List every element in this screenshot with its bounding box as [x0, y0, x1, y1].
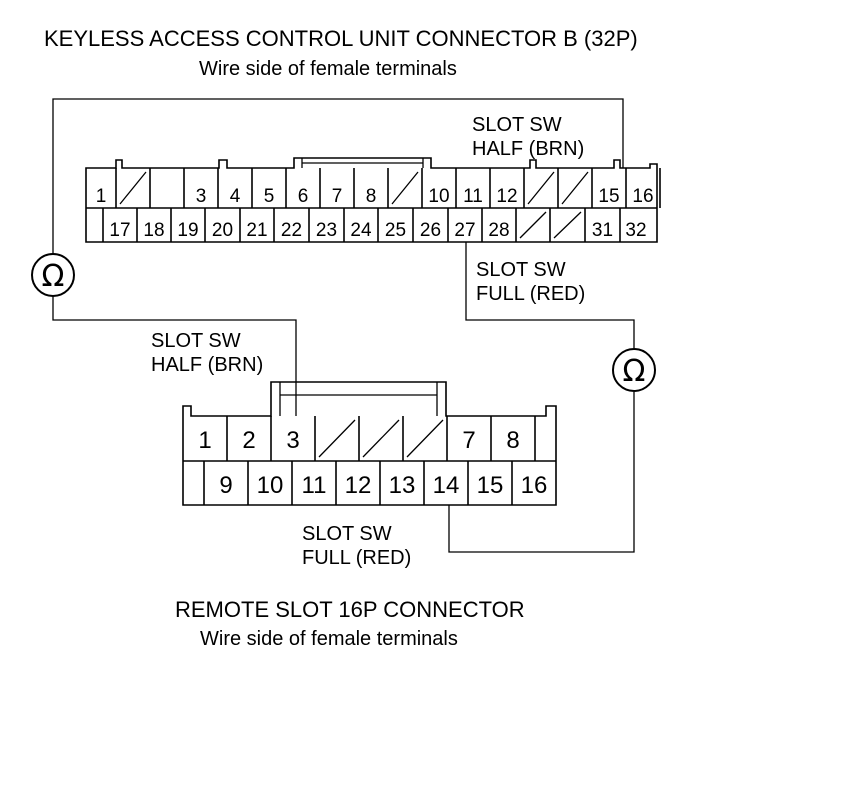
connector-b-pin-label: 1: [96, 186, 107, 207]
ohm-icon: Ω: [42, 259, 65, 294]
connector-b-pin-label: 5: [264, 186, 275, 207]
connector-b-blank-cavity: [553, 211, 582, 239]
connector-b-row2: 17 18 19 20 21 22 23 24 25 26 27 28 31 32: [102, 208, 647, 242]
label-line: HALF (BRN): [472, 138, 584, 160]
connector-b-pin-label: 20: [212, 220, 233, 241]
remote-connector-pin-label: 9: [219, 472, 232, 499]
label-line: FULL (RED): [476, 283, 585, 305]
connector-b-pin-label: 4: [230, 186, 241, 207]
wire-full-circuit-lower: [448, 392, 635, 553]
remote-connector-blank-cavity: [406, 419, 444, 458]
remote-connector-pin-label: 2: [242, 427, 255, 454]
wire-full-circuit: [465, 242, 635, 348]
connector-b-title: KEYLESS ACCESS CONTROL UNIT CONNECTOR B …: [44, 26, 638, 51]
connector-b-pin-label: 24: [350, 220, 372, 241]
remote-connector-pin-label: 16: [521, 472, 548, 499]
remote-connector-pin-label: 1: [198, 427, 211, 454]
remote-connector-title: REMOTE SLOT 16P CONNECTOR: [175, 597, 525, 622]
connector-b-blank-cavity: [561, 171, 589, 205]
remote-full-label: SLOT SW FULL (RED): [302, 523, 411, 569]
remote-connector-pin-label: 11: [302, 472, 327, 499]
wire-half-circuit-lower: [52, 295, 297, 416]
label-line: SLOT SW: [151, 330, 241, 352]
remote-connector-blank-cavity: [362, 419, 400, 458]
connector-b-pin-label: 28: [488, 220, 509, 241]
remote-connector-blank-cavity: [318, 419, 356, 458]
connector-b-pin-label: 17: [109, 220, 130, 241]
ohm-icon: Ω: [623, 354, 646, 389]
connector-b-pin-label: 12: [496, 186, 517, 207]
connector-b-blank-cavity: [519, 211, 547, 239]
connector-b-blank-cavity: [391, 171, 419, 205]
connector-b: 1 3 4 5 6 7 8 10 11 12 15 16 17 18 19 20 21 22 23 24 25 26 27…: [85, 157, 661, 243]
remote-connector-pin-label: 10: [257, 472, 284, 499]
connector-b-pin-label: 19: [177, 220, 198, 241]
connector-b-pin-label: 23: [316, 220, 337, 241]
connector-b-pin-label: 31: [592, 220, 613, 241]
connector-b-pin-label: 11: [463, 186, 483, 207]
connector-b-full-label: SLOT SW FULL (RED): [476, 259, 585, 305]
connector-b-pin-label: 18: [143, 220, 164, 241]
connector-b-pin-label: 25: [385, 220, 406, 241]
connector-b-pin-label: 15: [598, 186, 619, 207]
connector-b-subtitle: Wire side of female terminals: [199, 58, 457, 80]
remote-connector-pin-label: 3: [286, 427, 299, 454]
connector-b-pin-label: 8: [366, 186, 377, 207]
remote-connector-pin-label: 13: [389, 472, 416, 499]
connector-b-half-label: SLOT SW HALF (BRN): [472, 114, 584, 160]
remote-connector-pin-label: 14: [433, 472, 460, 499]
label-line: SLOT SW: [476, 259, 566, 281]
ohmmeter-left: Ω: [31, 253, 75, 297]
label-line: SLOT SW: [302, 523, 392, 545]
connector-b-pin-label: 21: [246, 220, 267, 241]
label-line: SLOT SW: [472, 114, 562, 136]
remote-connector-pin-label: 8: [506, 427, 519, 454]
connector-b-pin-label: 6: [298, 186, 309, 207]
connector-b-blank-cavity: [527, 171, 555, 205]
connector-b-blank-cavity: [119, 171, 147, 205]
connector-b-pin-label: 3: [196, 186, 207, 207]
connector-b-pin-label: 32: [625, 220, 646, 241]
ohmmeter-right: Ω: [612, 348, 656, 392]
remote-half-label: SLOT SW HALF (BRN): [151, 330, 263, 376]
remote-connector-pin-label: 7: [462, 427, 475, 454]
remote-connector-outline: [182, 381, 557, 506]
label-line: FULL (RED): [302, 547, 411, 569]
connector-b-pin-label: 26: [420, 220, 441, 241]
connector-b-pin-label: 22: [281, 220, 302, 241]
connector-b-pin-label: 27: [454, 220, 475, 241]
wire-half-circuit: [52, 98, 624, 255]
connector-b-row1: 1 3 4 5 6 7 8 10 11 12 15 16: [96, 168, 661, 208]
remote-connector-row2: 9 10 11 12 13 14 15 16: [203, 461, 548, 505]
connector-b-outline: [85, 157, 658, 243]
remote-connector-pin-label: 15: [477, 472, 504, 499]
connector-b-pin-label: 7: [332, 186, 343, 207]
label-line: HALF (BRN): [151, 354, 263, 376]
remote-connector-pin-label: 12: [345, 472, 372, 499]
remote-connector-subtitle: Wire side of female terminals: [200, 628, 458, 650]
connector-b-pin-label: 16: [632, 186, 653, 207]
connector-b-pin-label: 10: [428, 186, 449, 207]
remote-connector-row1: 1 2 3 7 8: [198, 416, 536, 461]
